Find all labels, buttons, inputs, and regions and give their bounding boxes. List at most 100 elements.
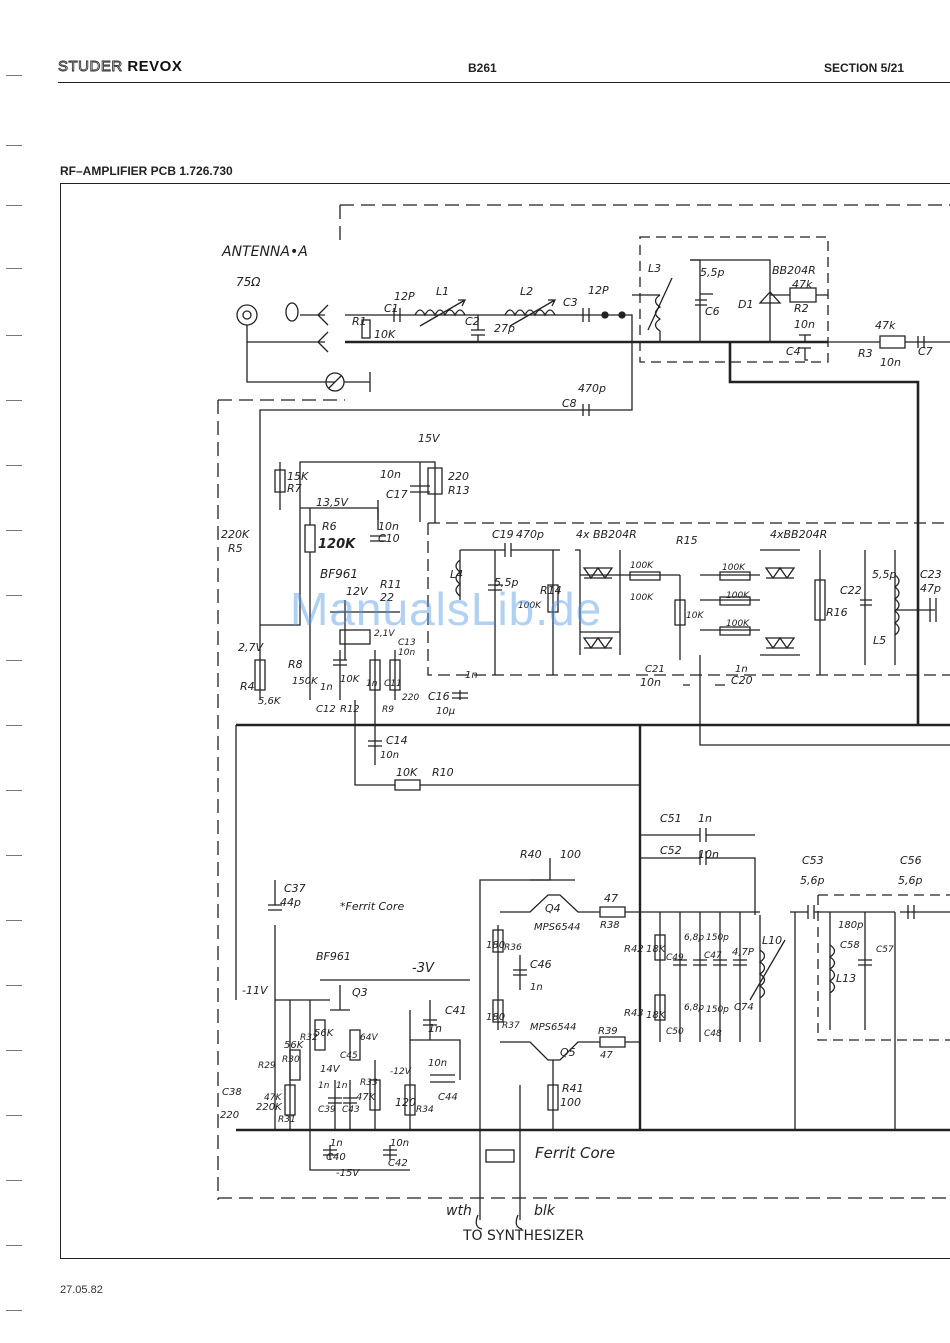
label: R39 [598,1026,618,1037]
component-labels: C1 12P L1 L2 C3 12P C2 27p R1 10K L3 5,5… [220,262,942,1244]
label: R36 [504,943,522,953]
label: C14 [386,734,408,747]
label: 1n [336,1081,348,1091]
label: 10n [398,648,415,658]
page-header: STUDER REVOX B261 SECTION 5/21 [58,52,950,82]
label: C12 [316,704,336,715]
label: 15K [287,470,309,483]
header-rule [58,82,950,83]
label: C56 [900,854,922,867]
label: 13,5V [316,496,349,509]
label: R34 [416,1105,434,1115]
label: 1n [428,1022,442,1035]
label: 1n [330,1138,343,1149]
label: 10K [374,328,396,341]
label: 470p [578,382,606,395]
antenna-label: ANTENNA•A [221,244,308,260]
label: C21 [645,664,665,675]
impedance-label: 75Ω [236,275,261,289]
label: 100 [560,1096,581,1109]
label: R37 [502,1021,520,1031]
label: L13 [836,972,856,985]
label: 150K [292,676,319,687]
label: L5 [873,634,886,647]
label: C47 [704,951,722,961]
label: 180 [486,940,505,951]
label: BB204R [772,264,816,277]
label: C22 [840,584,862,597]
label: C1 [384,302,399,315]
label: R2 [794,302,809,315]
label: 4xBB204R [770,528,827,541]
label: BF961 [316,950,351,963]
label: 100K [722,563,746,573]
label: R6 [322,520,337,533]
label: R31 [278,1115,296,1125]
label: 47k [792,278,813,291]
label: R5 [228,542,243,555]
label: 100K [726,591,750,601]
label: R38 [600,920,620,931]
label: 56K [284,1040,305,1051]
label: 2,1V [374,629,395,639]
label: C4 [786,345,801,358]
schematic-frame [60,183,950,1259]
label: C48 [704,1029,722,1039]
label: C46 [530,958,552,971]
label: MPS6544 [534,922,580,933]
label: C19 [492,528,514,541]
label: 120K [318,537,356,552]
label: R30 [282,1055,300,1065]
label: R29 [258,1061,276,1071]
label: R11 [380,578,402,591]
label: 10K [686,611,704,621]
label: C8 [562,397,577,410]
brand-revox: REVOX [127,58,183,75]
label: 10n [794,318,815,331]
label: 1n [735,664,748,675]
label: 6,8p [684,1003,704,1013]
label: 18K [646,1010,667,1021]
label: 47p [920,582,941,595]
label: C16 [428,690,450,703]
label: -3V [412,961,435,976]
label: 150p [706,1005,729,1015]
label: 100K [630,561,654,571]
label: C45 [340,1051,358,1061]
label: R41 [562,1082,584,1095]
label: 10µ [436,706,455,717]
label: Q3 [352,986,368,999]
label: C23 [920,568,942,581]
label: C51 [660,812,682,825]
label: C42 [388,1158,408,1169]
label: 47k [875,319,896,332]
label: R1 [352,315,367,328]
label: 47 [604,892,618,905]
label: 18K [646,944,667,955]
label: R10 [432,766,454,779]
label: C37 [284,882,306,895]
label: C57 [876,945,894,955]
label: 27p [494,322,515,335]
label: 10n [390,1138,409,1149]
label: D1 [738,298,753,311]
label: 5,5p [700,266,724,279]
label: C38 [222,1087,242,1098]
label: 1n [698,812,712,825]
label: L10 [762,934,782,947]
label: 5,5p [494,576,518,589]
label: 180 [486,1012,505,1023]
label: *Ferrit Core [340,900,404,913]
label: R15 [676,534,698,547]
label: C11 [384,679,402,689]
label: C7 [918,345,933,358]
label: 1n [366,679,378,689]
pcb-title: RF–AMPLIFIER PCB 1.726.730 [60,164,233,178]
label: C44 [438,1092,458,1103]
label: C10 [378,532,400,545]
label: R43 [624,1008,644,1019]
binder-edge-ticks [0,0,30,1343]
label: 4,7P [732,947,755,958]
label: 100K [726,619,750,629]
label: -15V [336,1168,360,1179]
